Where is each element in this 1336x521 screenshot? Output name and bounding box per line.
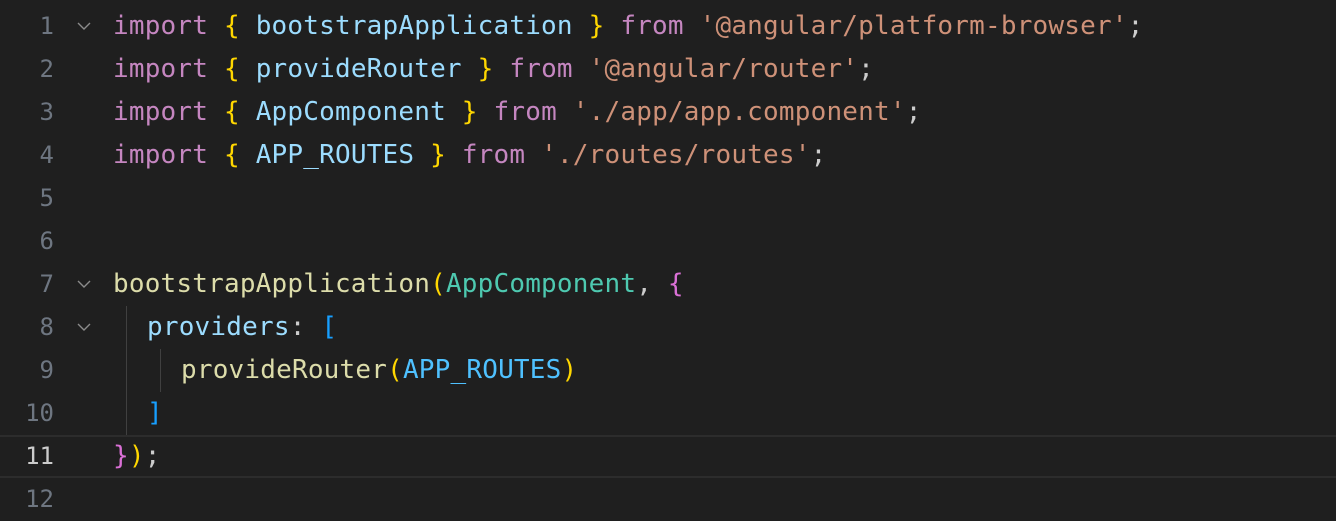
code-text: provideRouter(APP_ROUTES) [181, 349, 577, 392]
line-number: 11 [25, 442, 54, 470]
code-token: import [113, 140, 209, 170]
code-token: import [113, 54, 209, 84]
code-token: provideRouter [181, 355, 388, 385]
code-line[interactable]: 5 [0, 177, 1336, 220]
code-line[interactable]: 12 [0, 478, 1336, 521]
code-line[interactable]: 6 [0, 220, 1336, 263]
code-token: bootstrapApplication [113, 269, 431, 299]
code-text: import { provideRouter } from '@angular/… [113, 48, 874, 91]
code-token [208, 11, 224, 41]
indent-guide [126, 306, 127, 349]
code-token: } [113, 441, 129, 471]
code-token: { [223, 54, 240, 84]
code-token: } [588, 11, 605, 41]
code-token: } [477, 54, 494, 84]
code-token: from [620, 11, 684, 41]
code-token: APP_ROUTES [402, 355, 562, 385]
code-text: providers: [ [147, 306, 337, 349]
code-token: ; [858, 54, 875, 84]
code-line[interactable]: 10] [0, 392, 1336, 435]
code-token: } [461, 97, 478, 127]
code-token: ; [1127, 11, 1144, 41]
indent-guide [126, 349, 127, 392]
fold-chevron-icon[interactable] [77, 320, 91, 334]
code-token: ( [387, 355, 403, 385]
line-number: 12 [25, 485, 54, 513]
code-token: AppComponent [445, 269, 637, 299]
code-token: ( [430, 269, 446, 299]
line-number: 9 [39, 356, 54, 384]
code-line[interactable]: 4 import { APP_ROUTES } from './routes/ro… [0, 134, 1336, 177]
code-token: './routes/routes' [541, 140, 811, 170]
code-token: import [113, 97, 209, 127]
fold-chevron-icon[interactable] [77, 277, 91, 291]
code-text: import { APP_ROUTES } from './routes/rou… [113, 134, 826, 177]
line-number: 7 [39, 270, 54, 298]
code-token: './app/app.component' [572, 97, 906, 127]
line-number: 3 [39, 98, 54, 126]
code-token: ; [905, 97, 922, 127]
code-token: '@angular/router' [588, 54, 859, 84]
code-token: ; [810, 140, 827, 170]
code-line[interactable]: 8 providers: [ [0, 306, 1336, 349]
code-token [604, 11, 620, 41]
code-text: import { AppComponent } from './app/app.… [113, 91, 922, 134]
fold-chevron-icon[interactable] [77, 19, 91, 33]
code-token [446, 140, 462, 170]
code-line[interactable]: 3 import { AppComponent } from './app/app… [0, 91, 1336, 134]
line-number: 2 [39, 55, 54, 83]
code-token [494, 54, 510, 84]
code-token: { [223, 11, 240, 41]
code-token [557, 97, 573, 127]
code-token: from [461, 140, 526, 170]
code-text: ] [147, 392, 163, 435]
code-token: , [636, 269, 668, 299]
code-line[interactable]: 11}); [0, 435, 1336, 478]
code-line[interactable]: 1 import { bootstrapApplication } from '@… [0, 5, 1336, 48]
code-token: provideRouter [239, 54, 478, 84]
line-number: 10 [25, 399, 54, 427]
code-line[interactable]: 2 import { provideRouter } from '@angular… [0, 48, 1336, 91]
code-token: } [430, 140, 446, 170]
code-token: { [223, 97, 240, 127]
code-token: from [509, 54, 573, 84]
code-line[interactable]: 9 provideRouter(APP_ROUTES) [0, 349, 1336, 392]
code-token: ; [144, 441, 161, 471]
indent-guide [160, 349, 161, 392]
code-token [208, 97, 224, 127]
code-token: ) [561, 355, 578, 385]
code-token: AppComponent [239, 97, 462, 127]
indent-guide [126, 392, 127, 435]
line-number: 4 [39, 141, 54, 169]
code-token: '@angular/platform-browser' [699, 11, 1128, 41]
code-token: bootstrapApplication [239, 11, 589, 41]
code-token: ) [128, 441, 145, 471]
code-token: { [667, 269, 684, 299]
code-token [208, 140, 224, 170]
code-token: APP_ROUTES [239, 140, 431, 170]
code-token [573, 54, 589, 84]
code-token: ] [147, 398, 163, 428]
line-number: 8 [39, 313, 54, 341]
line-number: 6 [39, 227, 54, 255]
code-token [208, 54, 224, 84]
code-token: import [113, 11, 209, 41]
code-token [525, 140, 541, 170]
code-token [684, 11, 700, 41]
line-number: 1 [39, 12, 54, 40]
code-token: providers [147, 312, 290, 342]
code-token: [ [321, 312, 338, 342]
code-token [478, 97, 494, 127]
code-text: }); [113, 437, 161, 476]
code-text: import { bootstrapApplication } from '@a… [113, 5, 1144, 48]
code-line[interactable]: 7 bootstrapApplication(AppComponent, { [0, 263, 1336, 306]
line-number: 5 [39, 184, 54, 212]
code-token: : [289, 312, 322, 342]
code-token: from [493, 97, 557, 127]
code-token: { [223, 140, 240, 170]
code-text: bootstrapApplication(AppComponent, { [113, 263, 684, 306]
